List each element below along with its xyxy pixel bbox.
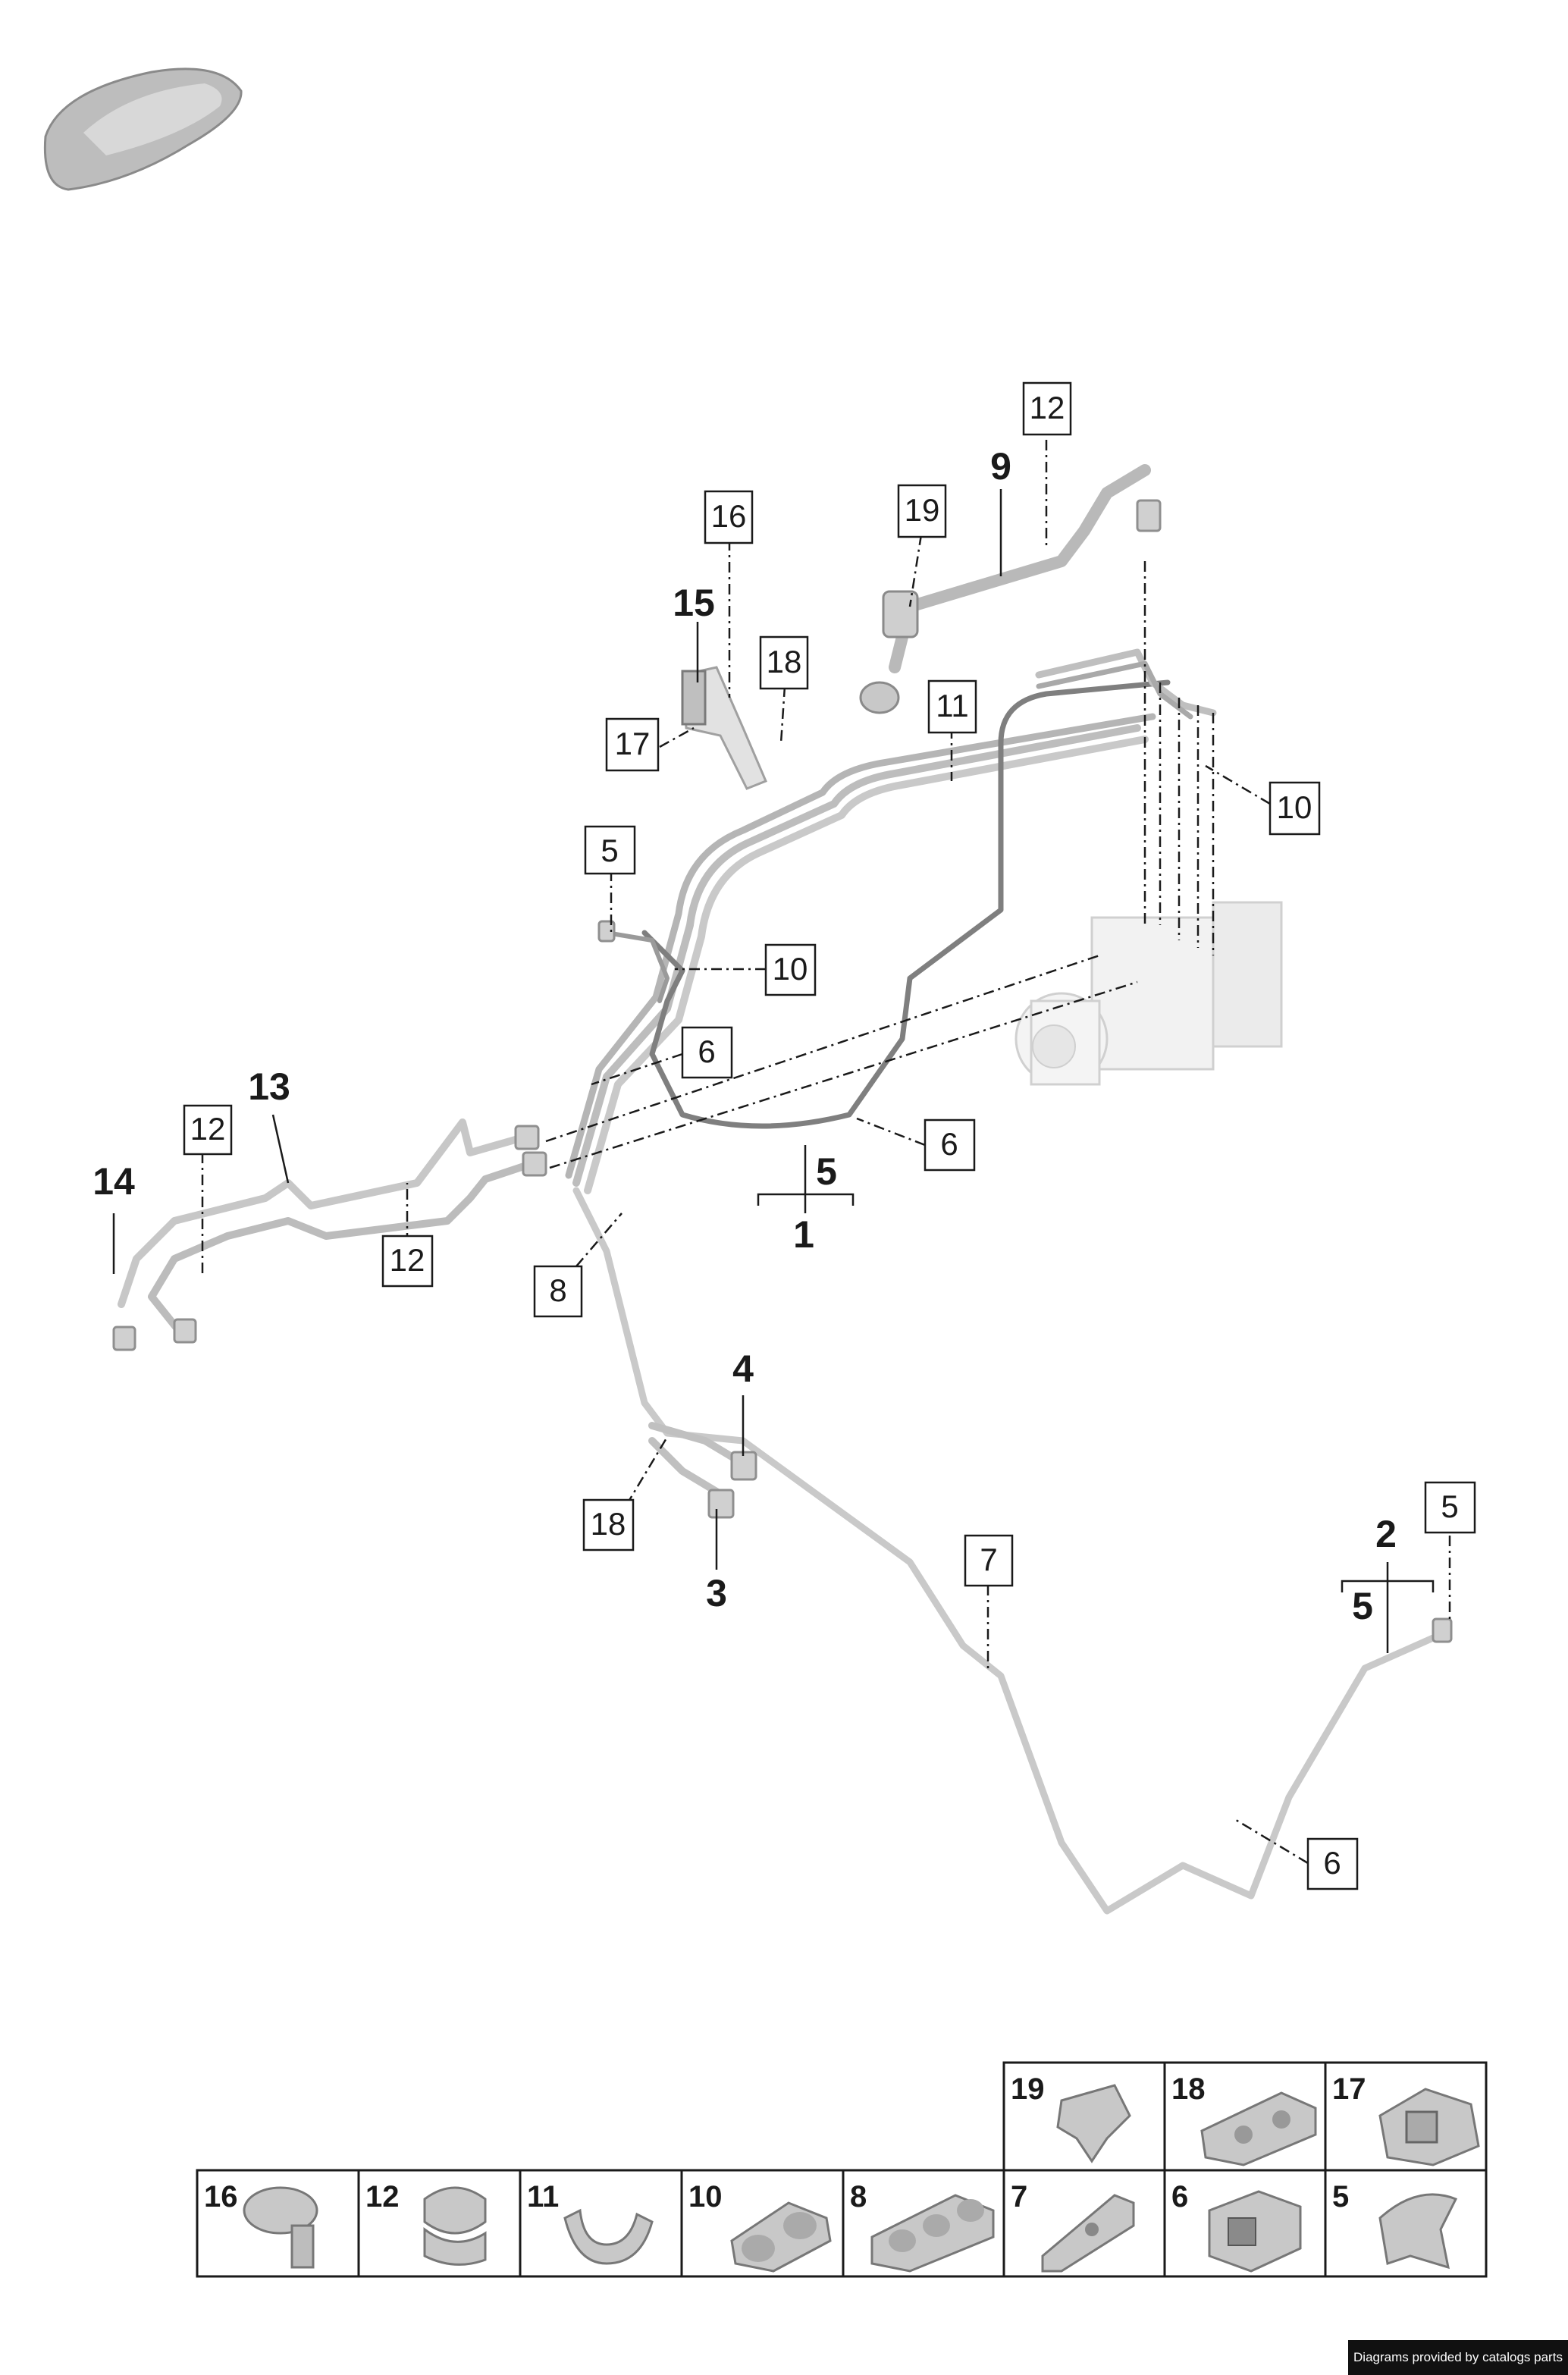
svg-text:18: 18 bbox=[767, 644, 802, 679]
legend-cell-11: 11 bbox=[519, 2169, 683, 2278]
svg-text:7: 7 bbox=[1011, 2180, 1027, 2213]
callout-bold-13: 13 bbox=[248, 1065, 290, 1108]
callout-bold-5-right: 5 bbox=[1352, 1585, 1373, 1627]
svg-text:5: 5 bbox=[601, 833, 618, 868]
svg-text:18: 18 bbox=[1171, 2072, 1206, 2106]
callout-bold-3: 3 bbox=[706, 1572, 727, 1614]
svg-text:16: 16 bbox=[204, 2180, 238, 2213]
callout-bold-4: 4 bbox=[732, 1348, 754, 1390]
svg-text:19: 19 bbox=[1011, 2072, 1045, 2106]
callout-5-top: 5 bbox=[584, 825, 636, 875]
callout-bold-2: 2 bbox=[1375, 1513, 1397, 1555]
callout-8: 8 bbox=[533, 1265, 583, 1318]
callout-5-right: 5 bbox=[1424, 1481, 1476, 1534]
bracket-part-15 bbox=[681, 666, 767, 790]
fittings bbox=[112, 499, 1453, 1643]
svg-text:10: 10 bbox=[773, 951, 808, 987]
svg-text:11: 11 bbox=[936, 688, 969, 723]
callout-bold-9: 9 bbox=[990, 445, 1011, 488]
legend-cell-8: 8 bbox=[842, 2169, 1005, 2278]
car-thumbnail-icon bbox=[43, 67, 243, 191]
svg-text:11: 11 bbox=[527, 2180, 559, 2213]
svg-text:5: 5 bbox=[1441, 1489, 1458, 1524]
svg-text:17: 17 bbox=[1332, 2072, 1366, 2106]
svg-text:6: 6 bbox=[1171, 2180, 1188, 2213]
parts-legend: 19 18 17 16 12 11 bbox=[196, 2061, 1488, 2278]
credit-text: Diagrams provided by catalogs parts bbox=[1353, 2350, 1563, 2364]
callout-bold-14: 14 bbox=[93, 1160, 135, 1203]
credit-badge: Diagrams provided by catalogs parts bbox=[1348, 2340, 1568, 2375]
legend-cell-19: 19 bbox=[1002, 2061, 1166, 2172]
svg-text:12: 12 bbox=[1030, 390, 1065, 425]
callout-bold-15: 15 bbox=[673, 582, 715, 624]
callout-12-top: 12 bbox=[1022, 381, 1072, 436]
svg-text:19: 19 bbox=[905, 492, 940, 528]
svg-text:8: 8 bbox=[850, 2180, 867, 2213]
leader-lines bbox=[201, 440, 1451, 1865]
callout-11: 11 bbox=[927, 679, 977, 734]
svg-text:6: 6 bbox=[940, 1126, 958, 1162]
legend-cell-17: 17 bbox=[1324, 2061, 1488, 2172]
legend-cell-5: 5 bbox=[1324, 2169, 1488, 2278]
hose-connector-part-19 bbox=[859, 590, 919, 714]
callout-16: 16 bbox=[704, 490, 754, 544]
callout-10-right: 10 bbox=[1269, 781, 1321, 836]
callout-17: 17 bbox=[605, 717, 660, 772]
boxed-callouts: 12 19 16 18 17 11 10 5 10 6 6 12 12 8 18… bbox=[183, 381, 1476, 1890]
brake-lines bbox=[118, 464, 1437, 1915]
svg-text:12: 12 bbox=[390, 1242, 425, 1278]
svg-text:16: 16 bbox=[711, 498, 747, 534]
svg-text:8: 8 bbox=[549, 1272, 566, 1308]
callout-12-lower: 12 bbox=[381, 1235, 434, 1288]
svg-text:12: 12 bbox=[190, 1111, 226, 1147]
abs-hydraulic-unit bbox=[1014, 901, 1283, 1086]
svg-text:18: 18 bbox=[591, 1506, 626, 1542]
callout-12-left: 12 bbox=[183, 1104, 233, 1156]
svg-text:5: 5 bbox=[1332, 2180, 1349, 2213]
legend-cell-16: 16 bbox=[196, 2169, 360, 2278]
callout-bold-1: 1 bbox=[793, 1213, 814, 1256]
legend-cell-18: 18 bbox=[1163, 2061, 1327, 2172]
callout-10-mid: 10 bbox=[764, 943, 817, 996]
svg-text:12: 12 bbox=[365, 2180, 400, 2213]
svg-text:10: 10 bbox=[688, 2180, 723, 2213]
callout-6-upper: 6 bbox=[681, 1026, 733, 1079]
legend-cell-7: 7 bbox=[1002, 2169, 1166, 2278]
callout-6-low: 6 bbox=[1306, 1837, 1359, 1890]
solid-leaders bbox=[112, 489, 1435, 1653]
callout-18-low: 18 bbox=[582, 1498, 635, 1551]
legend-cell-6: 6 bbox=[1163, 2169, 1327, 2278]
bold-callouts: 9 15 13 14 5 1 4 3 2 5 bbox=[93, 445, 1397, 1627]
callout-bold-5-center: 5 bbox=[816, 1150, 837, 1193]
svg-text:6: 6 bbox=[1323, 1845, 1341, 1881]
callout-6-mid: 6 bbox=[924, 1118, 976, 1172]
svg-text:17: 17 bbox=[615, 726, 651, 761]
svg-text:7: 7 bbox=[980, 1542, 997, 1577]
legend-cell-12: 12 bbox=[357, 2169, 522, 2278]
callout-7: 7 bbox=[964, 1534, 1014, 1587]
svg-text:10: 10 bbox=[1277, 789, 1312, 825]
callout-18-top: 18 bbox=[759, 635, 809, 690]
legend-cell-10: 10 bbox=[680, 2169, 845, 2278]
svg-text:6: 6 bbox=[698, 1034, 715, 1069]
callout-19: 19 bbox=[897, 484, 947, 538]
